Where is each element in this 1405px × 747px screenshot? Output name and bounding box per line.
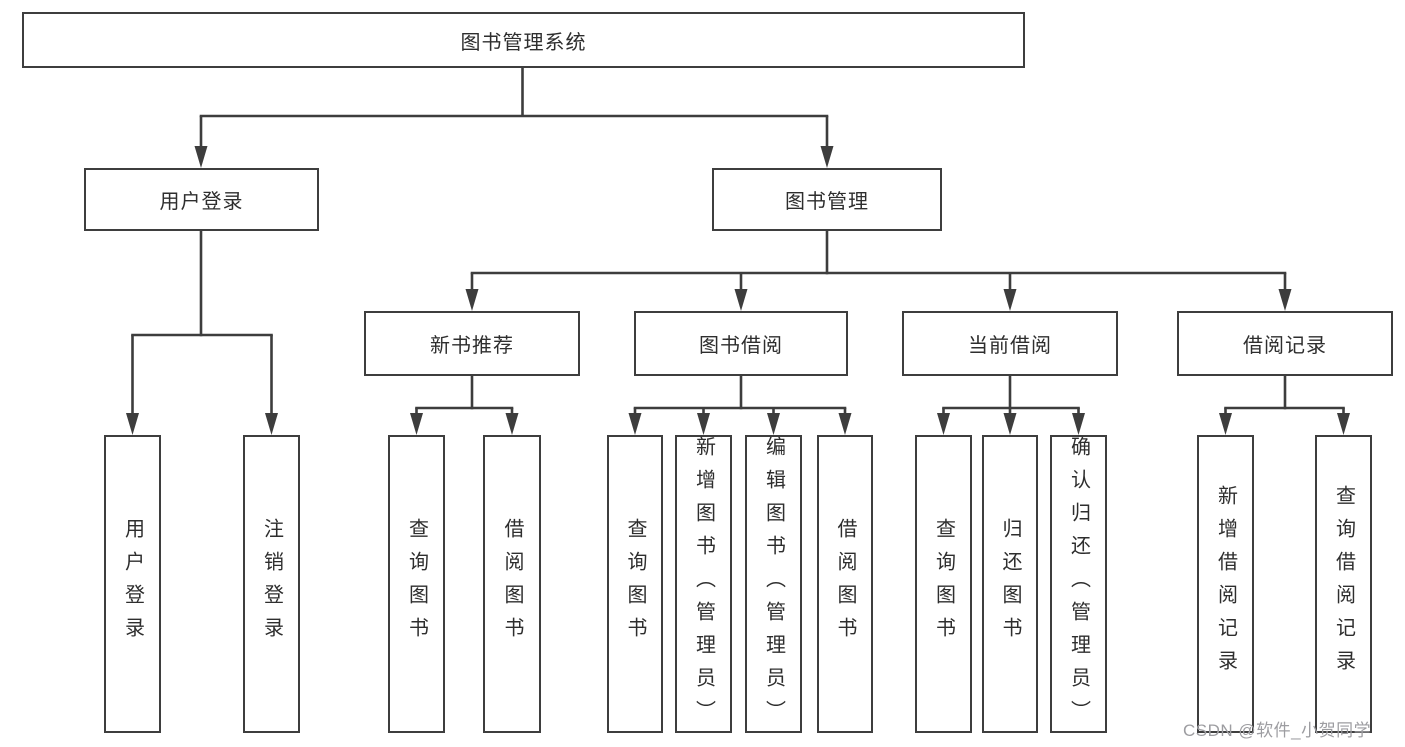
leaf-label: 借阅图书 — [501, 518, 523, 650]
leaf-label: 确认归还（管理员） — [1067, 435, 1090, 733]
leaf-label: 查询借阅记录 — [1332, 485, 1355, 683]
leaf-label: 归还图书 — [999, 518, 1021, 650]
leaf-add-borrow-record: 新增借阅记录 — [1197, 435, 1254, 733]
leaf-borrow-books-recommend: 借阅图书 — [483, 435, 541, 733]
node-book-management: 图书管理 — [712, 168, 942, 231]
node-book-borrowing: 图书借阅 — [634, 311, 848, 376]
node-label: 图书管理 — [785, 191, 869, 213]
leaf-borrow-books: 借阅图书 — [817, 435, 873, 733]
leaf-query-borrow-record: 查询借阅记录 — [1315, 435, 1372, 733]
node-borrow-records: 借阅记录 — [1177, 311, 1393, 376]
node-label: 图书管理系统 — [460, 31, 587, 54]
leaf-label: 查询图书 — [932, 518, 955, 650]
node-user-login: 用户登录 — [84, 168, 319, 231]
leaf-return-books: 归还图书 — [982, 435, 1038, 733]
leaf-label: 新增图书（管理员） — [692, 435, 715, 733]
node-label: 新书推荐 — [430, 335, 514, 357]
leaf-label: 查询图书 — [624, 518, 646, 650]
node-current-borrowing: 当前借阅 — [902, 311, 1118, 376]
leaf-label: 查询图书 — [405, 518, 428, 650]
leaf-query-books-borrowing: 查询图书 — [607, 435, 663, 733]
node-label: 图书借阅 — [699, 335, 783, 357]
node-new-book-recommend: 新书推荐 — [364, 311, 580, 376]
leaf-label: 新增借阅记录 — [1214, 485, 1237, 683]
leaf-user-login: 用户登录 — [104, 435, 161, 733]
leaf-logout: 注销登录 — [243, 435, 300, 733]
leaf-query-books-current: 查询图书 — [915, 435, 972, 733]
leaf-label: 用户登录 — [121, 518, 144, 650]
leaf-add-books-admin: 新增图书（管理员） — [675, 435, 732, 733]
leaf-confirm-return-admin: 确认归还（管理员） — [1050, 435, 1107, 733]
leaf-label: 借阅图书 — [834, 518, 856, 650]
leaf-edit-books-admin: 编辑图书（管理员） — [745, 435, 802, 733]
node-label: 当前借阅 — [968, 335, 1052, 357]
leaf-label: 编辑图书（管理员） — [762, 435, 785, 733]
leaf-query-books-recommend: 查询图书 — [388, 435, 445, 733]
node-library-system: 图书管理系统 — [22, 12, 1025, 68]
leaf-label: 注销登录 — [260, 518, 283, 650]
node-label: 用户登录 — [159, 191, 244, 213]
node-label: 借阅记录 — [1243, 335, 1327, 357]
csdn-watermark: CSDN @软件_小贺同学 — [1183, 721, 1372, 740]
